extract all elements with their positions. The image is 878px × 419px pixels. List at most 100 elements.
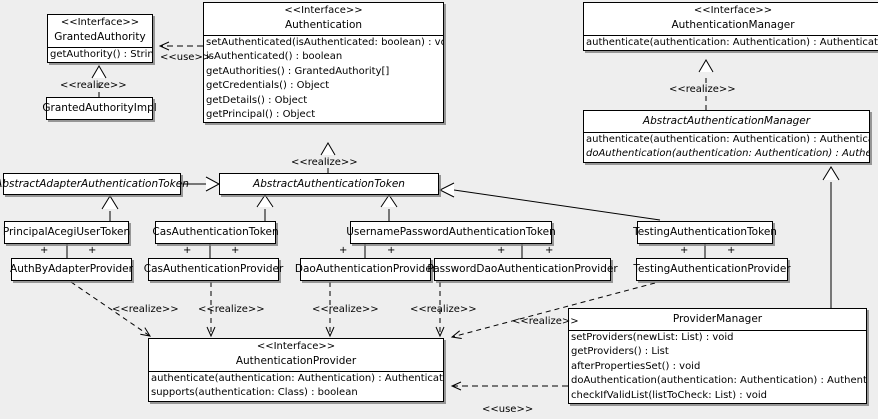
label-realize-daoauthenticationprovider: <<realize>> <box>312 304 379 315</box>
class-name: AuthenticationProvider <box>235 355 357 367</box>
stereotype-label: <<Interface>> <box>693 5 773 16</box>
class-name: PasswordDaoAuthenticationProvider <box>427 263 618 275</box>
class-name: CasAuthenticationProvider <box>143 263 284 275</box>
class-header: <<Interface>> AuthenticationProvider <box>149 339 443 371</box>
assoc-plus-testingprovider-left: + <box>680 245 689 256</box>
class-name: Authentication <box>284 19 363 31</box>
stereotype-label: <<Interface>> <box>284 5 363 16</box>
class-authentication-provider[interactable]: <<Interface>> AuthenticationProvider aut… <box>148 338 444 402</box>
class-provider-manager[interactable]: ProviderManager setProviders(newList: Li… <box>568 308 867 405</box>
label-realize-grantedauthorityimpl: <<realize>> <box>60 80 127 91</box>
class-abstract-authentication-manager[interactable]: AbstractAuthenticationManager authentica… <box>583 110 870 163</box>
compartment-separator <box>584 35 878 36</box>
label-use-authentication-grantedauthority: <<use>> <box>160 52 212 63</box>
stereotype-label: <<Interface>> <box>256 341 336 352</box>
operation-row: authenticate(authentication: Authenticat… <box>586 37 878 48</box>
class-name: TestingAuthenticationToken <box>633 226 777 238</box>
assoc-plus-testingprovider-right: + <box>727 245 736 256</box>
class-name: AbstractAuthenticationToken <box>253 177 405 190</box>
assoc-plus-casprovider-right: + <box>231 245 240 256</box>
class-testing-authentication-provider[interactable]: TestingAuthenticationProvider <box>633 258 791 281</box>
edge-abstractauthmanager-realizes-authmanager <box>698 59 714 110</box>
class-password-dao-authentication-provider[interactable]: PasswordDaoAuthenticationProvider <box>427 258 618 281</box>
operations-compartment: setProviders(newList: List) : void getPr… <box>569 331 866 403</box>
operation-row: getPrincipal() : Object <box>206 109 316 121</box>
operation-row: getAuthorities() : GrantedAuthority[] <box>206 65 390 77</box>
label-use-providermanager-authenticationprovider: <<use>> <box>482 404 534 415</box>
class-header: ProviderManager <box>569 309 866 330</box>
class-cas-authentication-provider[interactable]: CasAuthenticationProvider <box>144 258 283 281</box>
class-principal-acegi-user-token[interactable]: PrincipalAcegiUserToken <box>2 221 131 244</box>
edge-authbyadapter-realizes-authprovider <box>70 281 152 337</box>
compartment-separator <box>149 371 443 372</box>
class-header: <<Interface>> GrantedAuthority <box>48 15 152 47</box>
class-header: <<Interface>> Authentication <box>204 3 443 35</box>
edge-principalacegi-extends-adaptertoken <box>101 195 119 221</box>
operation-row: getCredentials() : Object <box>206 80 330 92</box>
class-auth-by-adapter-provider[interactable]: AuthByAdapterProvider <box>10 258 133 281</box>
compartment-separator <box>48 47 152 48</box>
class-name: GrantedAuthority <box>54 31 146 43</box>
class-username-password-authentication-token[interactable]: UsernamePasswordAuthenticationToken <box>346 221 556 244</box>
edge-abstractauthtoken-realizes-authentication <box>320 142 336 173</box>
class-authentication[interactable]: <<Interface>> Authentication setAuthenti… <box>203 2 444 124</box>
class-name: DaoAuthenticationProvider <box>294 263 437 275</box>
stereotype-label: <<Interface>> <box>60 17 140 28</box>
operation-row: doAuthentication(authentication: Authent… <box>586 148 869 160</box>
operation-row: authenticate(authentication: Authenticat… <box>151 373 443 384</box>
class-abstract-adapter-authentication-token[interactable]: AbstractAdapterAuthenticationToken <box>0 173 189 195</box>
edge-providermanager-extends-abstractauthmanager <box>822 166 840 308</box>
operation-row: afterPropertiesSet() : void <box>571 360 701 372</box>
compartment-separator <box>204 35 443 36</box>
operation-row: getProviders() : List <box>571 346 669 358</box>
edge-testingtoken-extends-abstracttoken <box>438 182 661 221</box>
class-name: AbstractAuthenticationManager <box>642 115 811 127</box>
class-header: AbstractAuthenticationManager <box>584 111 869 132</box>
assoc-plus-passworddaoprovider-right: + <box>545 245 554 256</box>
operations-compartment: setAuthenticated(isAuthenticated: boolea… <box>204 36 443 122</box>
edge-grantedauthorityimpl-realizes-grantedauthority <box>91 65 107 97</box>
operations-compartment: authenticate(authentication: Authenticat… <box>149 372 443 401</box>
class-name: AbstractAdapterAuthenticationToken <box>0 177 189 190</box>
label-realize-abstractauthenticationtoken: <<realize>> <box>291 157 358 168</box>
assoc-plus-daoprovider-right: + <box>387 245 396 256</box>
operation-row: doAuthentication(authentication: Authent… <box>571 375 866 387</box>
class-granted-authority-impl[interactable]: GrantedAuthorityImpl <box>42 97 157 120</box>
edge-castoken-extends-abstracttoken <box>256 194 274 221</box>
class-header: <<Interface>> AuthenticationManager <box>584 3 878 35</box>
operations-compartment: authenticate(authentication: Authenticat… <box>584 133 869 162</box>
assoc-plus-casprovider-left: + <box>183 245 192 256</box>
operation-row: authenticate(authentication: Authenticat… <box>586 134 869 145</box>
class-authentication-manager[interactable]: <<Interface>> AuthenticationManager auth… <box>583 2 878 52</box>
class-name: AuthByAdapterProvider <box>10 263 133 275</box>
class-granted-authority[interactable]: <<Interface>> GrantedAuthority getAuthor… <box>47 14 153 64</box>
operation-row: getDetails() : Object <box>206 94 308 106</box>
class-name: GrantedAuthorityImpl <box>42 102 157 114</box>
assoc-plus-authbyadapter-left: + <box>40 245 49 256</box>
class-name: CasAuthenticationToken <box>152 226 279 238</box>
class-name: TestingAuthenticationProvider <box>633 263 791 275</box>
operations-compartment: authenticate(authentication: Authenticat… <box>584 36 878 50</box>
label-realize-passworddaoauthenticationprovider: <<realize>> <box>410 304 477 315</box>
class-name: ProviderManager <box>672 313 763 325</box>
operation-row: isAuthenticated() : boolean <box>206 51 343 63</box>
label-realize-casauthenticationprovider: <<realize>> <box>198 304 265 315</box>
operation-row: setProviders(newList: List) : void <box>571 332 734 343</box>
edge-upatoken-extends-abstracttoken <box>380 194 398 221</box>
class-dao-authentication-provider[interactable]: DaoAuthenticationProvider <box>295 258 436 281</box>
assoc-plus-passworddaoprovider-left: + <box>497 245 506 256</box>
operations-compartment: getAuthority() : String <box>48 48 152 62</box>
class-name: AuthenticationManager <box>671 19 795 31</box>
label-realize-testingauthenticationprovider: <<realize>> <box>512 316 579 327</box>
class-cas-authentication-token[interactable]: CasAuthenticationToken <box>152 221 279 244</box>
compartment-separator <box>569 330 866 331</box>
assoc-plus-daoprovider-left: + <box>339 245 348 256</box>
class-testing-authentication-token[interactable]: TestingAuthenticationToken <box>633 221 777 244</box>
edge-testingprovider-realizes-authprovider <box>450 282 656 340</box>
class-name: UsernamePasswordAuthenticationToken <box>346 226 556 238</box>
label-realize-authbyadapterprovider: <<realize>> <box>112 304 179 315</box>
operation-row: supports(authentication: Class) : boolea… <box>151 387 358 399</box>
class-name: PrincipalAcegiUserToken <box>2 226 131 238</box>
class-abstract-authentication-token[interactable]: AbstractAuthenticationToken <box>219 173 439 195</box>
